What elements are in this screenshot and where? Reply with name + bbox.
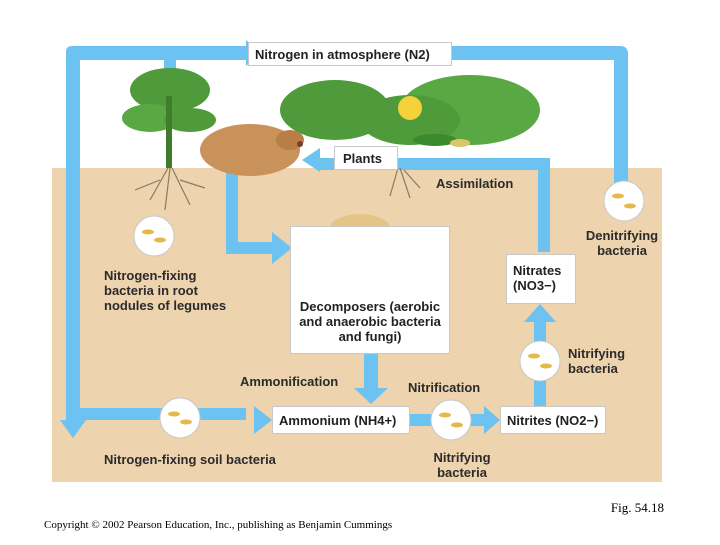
nitrites-label: Nitrites (NO2−) xyxy=(507,413,599,428)
denitrifying-bacteria-icon xyxy=(603,180,645,222)
nitrogen-fixing-root-label: Nitrogen-fixing bacteria in root nodules… xyxy=(104,268,227,313)
nitrates-label: Nitrates (NO3−) xyxy=(513,263,562,293)
plants-illustration xyxy=(122,68,540,168)
nitrifying-lower-label: Nitrifying bacteria xyxy=(433,450,491,480)
mole-illustration xyxy=(200,124,304,176)
ammonification-label: Ammonification xyxy=(240,374,339,389)
plants-box: Plants xyxy=(334,146,398,170)
copyright-text: Copyright © 2002 Pearson Education, Inc.… xyxy=(44,519,393,531)
soil-bacteria-icon xyxy=(159,397,201,439)
nitrifying-bacteria-upper-icon xyxy=(519,340,561,382)
root-nodule-bacteria-icon xyxy=(133,215,175,257)
decomposers-box: Decomposers (aerobic and anaerobic bacte… xyxy=(290,226,450,354)
nitrates-box: Nitrates (NO3−) xyxy=(506,254,576,304)
assimilation-label: Assimilation xyxy=(436,176,514,191)
roots-illustration xyxy=(134,167,421,211)
atmosphere-label: Nitrogen in atmosphere (N2) xyxy=(255,47,430,62)
nitrogen-fixing-soil-label: Nitrogen-fixing soil bacteria xyxy=(104,452,276,467)
atmosphere-box: Nitrogen in atmosphere (N2) xyxy=(248,42,452,66)
nitrifying-bacteria-lower-icon xyxy=(430,399,472,441)
ammonium-box: Ammonium (NH4+) xyxy=(272,406,410,434)
nitrites-box: Nitrites (NO2−) xyxy=(500,406,606,434)
nitrification-label: Nitrification xyxy=(408,380,481,395)
figure-number: Fig. 54.18 xyxy=(610,500,664,515)
decomposers-label: Decomposers (aerobic and anaerobic bacte… xyxy=(299,299,441,344)
nitrifying-upper-label: Nitrifying bacteria xyxy=(568,346,626,376)
plants-label: Plants xyxy=(343,151,383,166)
ammonium-label: Ammonium (NH4+) xyxy=(279,413,397,428)
denitrifying-label: Denitrifying bacteria xyxy=(585,228,659,258)
